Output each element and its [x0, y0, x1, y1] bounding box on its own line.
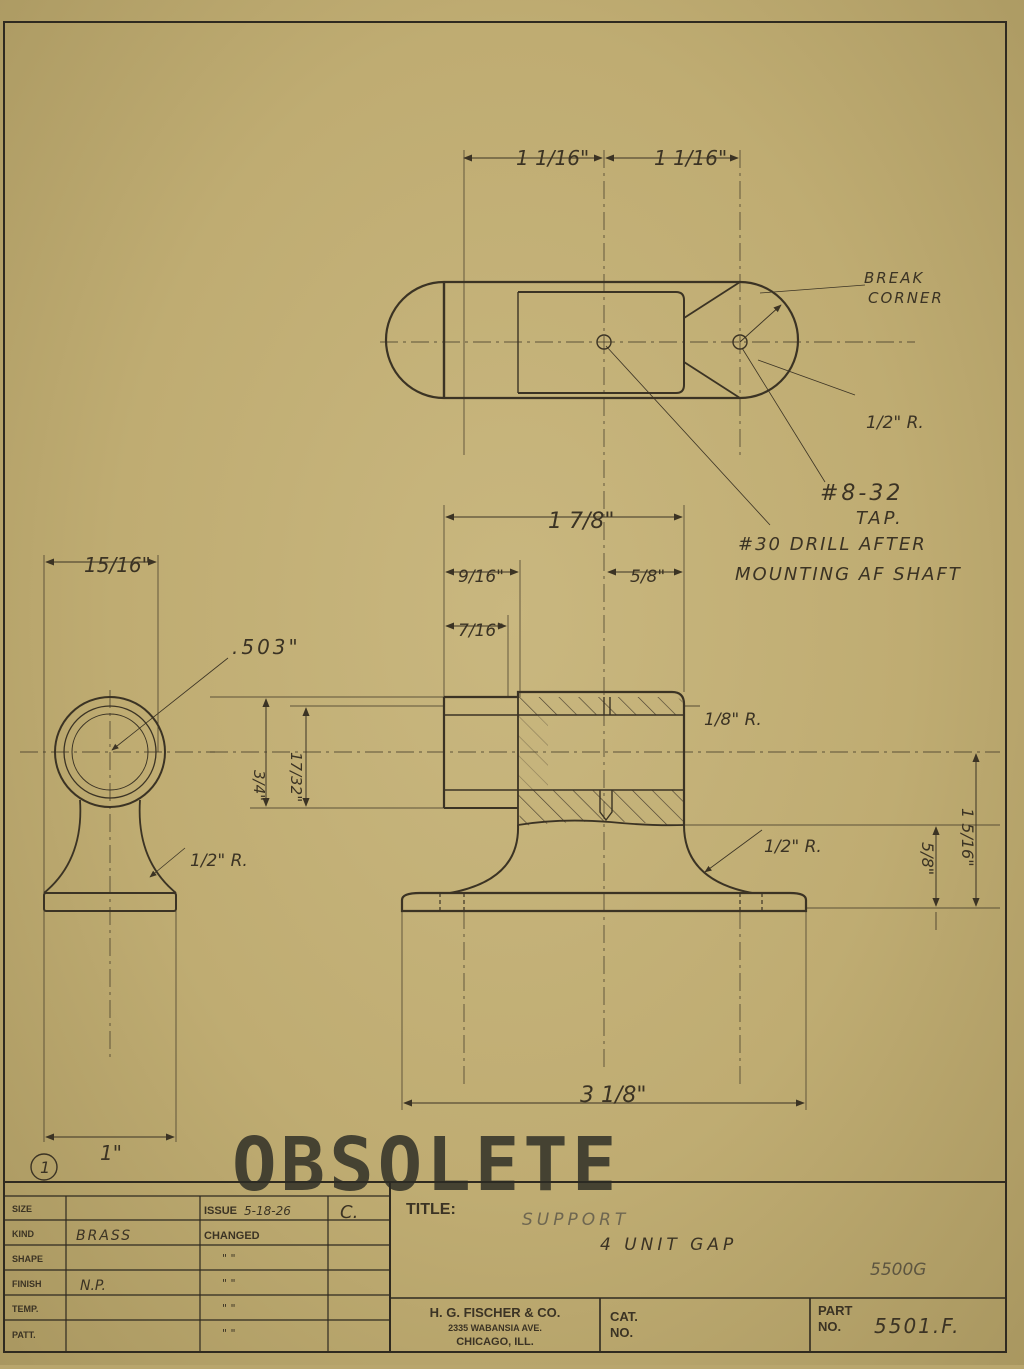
company-city: CHICAGO, ILL. [456, 1336, 534, 1348]
front-height-dim-b: 17/32" [287, 752, 305, 802]
circle-number-mark: 1 [30, 1153, 58, 1181]
reference-number: 5500G [870, 1260, 926, 1280]
label-temp: TEMP. [12, 1304, 38, 1314]
top-radius-note: 1/2" R. [866, 413, 924, 433]
company-name: H. G. FISCHER & CO. [430, 1305, 561, 1320]
obsolete-stamp: OBSOLETE [232, 1122, 620, 1208]
circle-number: 1 [40, 1158, 50, 1177]
ditto-3: " " [222, 1302, 236, 1315]
side-radius-note: 1/2" R. [190, 851, 248, 871]
front-right-height-a: 5/8" [918, 842, 937, 875]
ditto-2: " " [222, 1277, 236, 1290]
ditto-4: " " [222, 1327, 236, 1340]
front-right-height-b: 1 5/16" [958, 808, 977, 867]
tap-note-line1: #8-32 [820, 481, 903, 506]
top-dim-left: 1 1/16" [516, 146, 589, 170]
company-address: 2335 WABANSIA AVE. [448, 1323, 542, 1333]
front-left-dim-b: 7/16" [458, 621, 504, 641]
label-shape: SHAPE [12, 1254, 43, 1264]
top-dim-right: 1 1/16" [654, 146, 727, 170]
side-width-dim: 15/16" [84, 553, 151, 577]
label-finish: FINISH [12, 1279, 42, 1289]
label-title: TITLE: [406, 1201, 456, 1218]
front-view [210, 505, 1000, 1110]
sheet-border [3, 21, 1007, 1353]
title-line1: SUPPORT [522, 1210, 629, 1230]
side-base-dim: 1" [100, 1141, 122, 1165]
tap-note-line2: TAP. [856, 508, 904, 529]
label-kind: KIND [12, 1229, 34, 1239]
label-part-no: NO. [818, 1319, 841, 1334]
label-size: SIZE [12, 1204, 32, 1214]
drill-note-line2: MOUNTING AF SHAFT [735, 564, 962, 585]
value-issue-date: 5-18-26 [244, 1204, 291, 1218]
title-block-grid [4, 1181, 1006, 1352]
front-left-dim-a: 9/16" [458, 567, 504, 587]
label-part: PART [818, 1303, 852, 1318]
side-view [20, 555, 229, 1142]
front-top-radius: 1/8" R. [704, 710, 762, 730]
break-note-line1: BREAK [864, 269, 924, 287]
label-changed: CHANGED [204, 1230, 260, 1242]
top-view [380, 150, 915, 1070]
drill-note-line1: #30 DRILL AFTER [738, 534, 927, 555]
title-line2: 4 UNIT GAP [600, 1235, 737, 1255]
front-height-dim-a: 3/4" [250, 770, 268, 801]
break-note-line2: CORNER [868, 289, 944, 307]
front-base-length-dim: 3 1/8" [580, 1083, 647, 1108]
side-bore-dim: .503" [232, 635, 301, 659]
value-kind: BRASS [76, 1228, 132, 1244]
part-number: 5501.F. [874, 1314, 961, 1338]
label-cat: CAT. [610, 1309, 638, 1324]
label-cat-no: NO. [610, 1325, 633, 1340]
front-right-dim: 5/8" [630, 567, 665, 587]
label-issue: ISSUE [204, 1205, 237, 1217]
front-overall-width-dim: 1 7/8" [548, 509, 615, 534]
ditto-1: " " [222, 1252, 236, 1265]
value-finish: N.P. [80, 1278, 106, 1294]
front-fillet-radius: 1/2" R. [764, 837, 822, 857]
value-issue-mark: C. [340, 1202, 358, 1223]
label-patt: PATT. [12, 1330, 36, 1340]
